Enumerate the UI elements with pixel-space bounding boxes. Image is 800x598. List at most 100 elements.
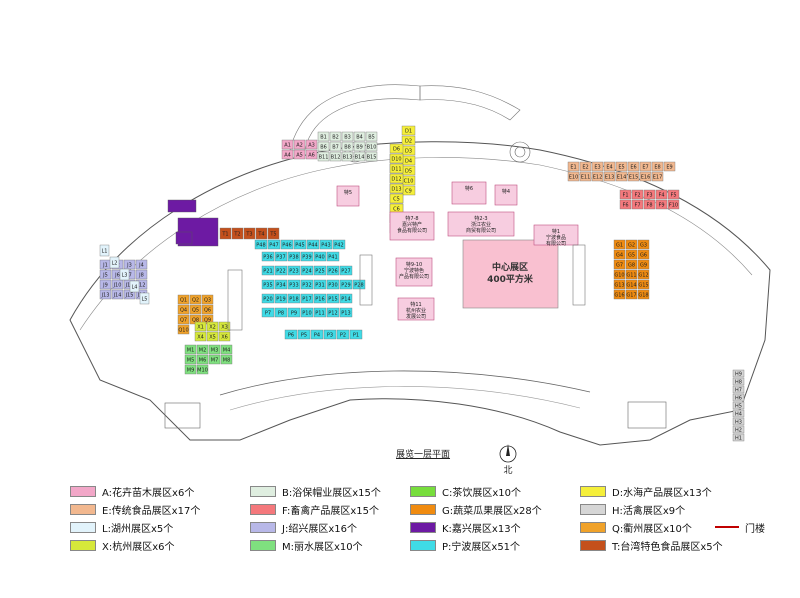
booth-label: D1 <box>405 129 412 135</box>
booth-p35: P35 <box>261 279 275 290</box>
booth-label: P29 <box>341 283 350 289</box>
booth-label: E11 <box>581 175 591 181</box>
booth-x5: X5 <box>206 331 219 342</box>
booth-label: J15 <box>125 293 134 299</box>
booth-cell <box>401 125 416 136</box>
booth-cell <box>274 251 288 262</box>
booth-cell <box>206 331 219 342</box>
south-curve-2 <box>229 386 581 411</box>
booth-b4: B4 <box>353 131 366 142</box>
booth-label: C6 <box>393 207 400 213</box>
booth-cell <box>261 307 275 318</box>
booth-label: A6 <box>308 153 315 159</box>
booth-cell <box>196 354 209 365</box>
booth-label: M2 <box>199 348 207 354</box>
booth-cell <box>300 279 314 290</box>
booth-a5: A5 <box>293 149 306 160</box>
booth-label: Q3 <box>204 298 211 304</box>
booth-label: F2 <box>634 193 640 199</box>
booth-label: G5 <box>628 253 635 259</box>
booth-label: P10 <box>302 311 311 317</box>
booth-label: D11 <box>391 167 401 173</box>
booth-cell <box>201 304 214 315</box>
booth-p17: P17 <box>300 293 314 304</box>
booth-g7: G7 <box>613 259 626 270</box>
booth-label: F10 <box>669 203 678 209</box>
booth-cell <box>261 265 275 276</box>
booth-label: D6 <box>393 147 400 153</box>
legend-label: A:花卉苗木展区x6个 <box>102 487 195 499</box>
booth-label: X4 <box>197 335 204 341</box>
booth-a6: A6 <box>305 149 318 160</box>
special-booth-sub: 食品有限公司 <box>397 227 427 234</box>
booth-q2: Q2 <box>189 294 202 305</box>
special-booth-box <box>389 211 435 241</box>
booth-g9: G9 <box>637 259 650 270</box>
booth-label: B15 <box>367 155 377 161</box>
booth-cell <box>667 199 680 210</box>
booth-cell <box>732 385 745 394</box>
booth-cell <box>326 251 340 262</box>
booth-label: F8 <box>646 203 652 209</box>
booth-d2: D2 <box>401 135 416 146</box>
booth-m2: M2 <box>196 344 209 355</box>
booth-f4: F4 <box>655 189 668 200</box>
booth-label: C9 <box>405 189 412 195</box>
booth-cell <box>306 239 320 250</box>
booth-cell <box>305 149 318 160</box>
booth-cell <box>339 265 353 276</box>
booth-p26: P26 <box>326 265 340 276</box>
booth-b13: B13 <box>341 151 354 162</box>
booth-e3: E3 <box>591 161 604 172</box>
special-booth-box <box>533 224 579 246</box>
booth-h5: H5 <box>732 401 745 410</box>
booth-cell <box>637 269 650 280</box>
booth-h9: H9 <box>732 369 745 378</box>
booth-h1: H1 <box>732 433 745 442</box>
booth-cell <box>389 163 404 174</box>
booth-label: D3 <box>405 149 412 155</box>
booth-cell <box>281 139 294 150</box>
booth-g15: G15 <box>637 279 650 290</box>
escalator-left <box>227 269 243 331</box>
booth-label: J3 <box>126 263 132 269</box>
north-needle <box>506 444 510 456</box>
booth-cell <box>313 265 327 276</box>
booth-label: T3 <box>245 232 252 238</box>
booth-label: F1 <box>622 193 628 199</box>
booth-cell <box>655 199 668 210</box>
booth-cell <box>300 251 314 262</box>
booth-cell <box>274 293 288 304</box>
booth-label: J1 <box>102 263 108 269</box>
booth-label: B2 <box>332 135 339 141</box>
booth-g14: G14 <box>625 279 638 290</box>
booth-cell <box>401 135 416 146</box>
booth-e11: E11 <box>579 171 592 182</box>
booth-cell <box>123 289 136 300</box>
legend-item-j: J:绍兴展区x16个 <box>250 520 357 535</box>
booth-label: M4 <box>223 348 231 354</box>
booth-b10: B10 <box>365 141 378 152</box>
booth-p24: P24 <box>300 265 314 276</box>
booth-label: G12 <box>638 273 648 279</box>
booth-cell <box>339 279 353 290</box>
legend-label: X:杭州展区x6个 <box>102 541 175 553</box>
booth-label: P16 <box>315 297 324 303</box>
booth-p23: P23 <box>287 265 301 276</box>
booth-e2: E2 <box>579 161 592 172</box>
booth-cell <box>261 279 275 290</box>
booth-cell <box>603 161 616 172</box>
booth-label: J14 <box>113 293 122 299</box>
booth-p43: P43 <box>319 239 333 250</box>
booth-label: G15 <box>638 283 648 289</box>
legend-swatch <box>70 539 96 551</box>
legend-item-k: K:嘉兴展区x13个 <box>410 520 521 535</box>
booth-p47: P47 <box>267 239 281 250</box>
booth-label: E3 <box>594 165 600 171</box>
booth-cell <box>135 269 148 280</box>
booth-label: P14 <box>341 297 350 303</box>
booth-p5: P5 <box>297 329 311 340</box>
booth-m10: M10 <box>196 364 209 375</box>
booth-cell <box>651 161 664 172</box>
